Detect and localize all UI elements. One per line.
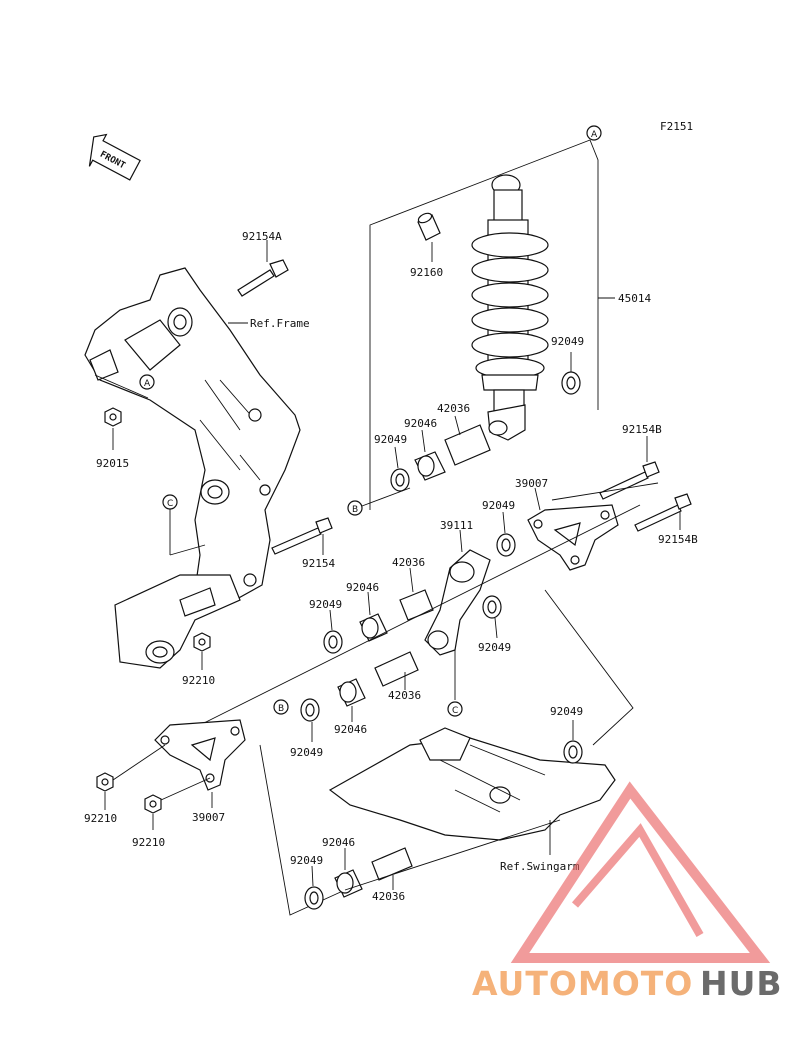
label-92154b-lower: 92154B [658,533,698,546]
label-92049-rocker: 92049 [478,641,511,654]
frame-bracket [84,267,301,601]
swingarm [328,727,616,841]
label-92046-lower: 92046 [334,723,367,736]
rocker-39111 [424,549,491,656]
label-92210-top: 92210 [182,674,215,687]
washer-92049-link-top [496,533,516,557]
washer-92049-bottom [304,886,324,910]
ref-frame-label: Ref.Frame [250,317,310,330]
svg-text:B: B [278,704,284,714]
label-92046-bottom: 92046 [322,836,355,849]
sleeve-42036-shock [444,424,491,466]
plate-39007-left [154,719,246,791]
callout-a-shock [586,125,602,141]
front-arrow-icon: FRONT [88,133,141,181]
label-42036-bottom: 42036 [372,890,405,903]
label-92049-shock-right: 92049 [551,335,584,348]
figure-code: F2151 [660,120,693,133]
bolt-92154b-upper [599,461,660,500]
svg-text:B: B [352,505,358,515]
watermark-text-1: AUTOMOTO [472,964,693,1003]
callout-a-left [139,374,155,390]
collar-92160 [417,212,441,241]
plate-39007-right [527,504,619,571]
washer-92049-rocker [482,595,502,619]
washer-92049-lower [300,698,320,722]
label-92049-shock-left: 92049 [374,433,407,446]
label-92210-right: 92210 [132,836,165,849]
label-45014: 45014 [618,292,651,305]
ref-swingarm-label: Ref.Swingarm [500,860,580,873]
nut-92210-top [193,632,211,652]
callout-b-shock [347,500,363,516]
svg-text:C: C [167,499,173,509]
label-42036-shock: 42036 [437,402,470,415]
bearing-92046-shock [414,451,446,481]
watermark-text-2: HUB [700,964,783,1003]
watermark-logo-icon [510,781,771,963]
label-92049-swingarm: 92049 [550,705,583,718]
bearing-92046-lower [337,678,366,707]
label-92154b-upper: 92154B [622,423,662,436]
label-92160: 92160 [410,266,443,279]
bearing-92046-mid [359,613,388,642]
bearing-92046-bottom [334,869,363,898]
label-92154: 92154 [302,557,335,570]
washer-92049-shock-right [561,371,581,395]
label-92049-link-top: 92049 [482,499,515,512]
pivot-mount [114,574,241,669]
nut-92210-right [144,794,162,814]
bolt-92154b-lower [634,493,692,532]
bolt-92154a [237,259,289,297]
bolt-92154 [271,517,333,555]
label-42036-mid: 42036 [392,556,425,569]
label-39007-right: 39007 [515,477,548,490]
callout-b-link [273,699,289,715]
label-92154a: 92154A [242,230,282,243]
washer-92049-mid [323,630,343,654]
label-39111: 39111 [440,519,473,532]
label-92210-left: 92210 [84,812,117,825]
callout-c-link [447,701,463,717]
washer-92049-shock-left [390,468,410,492]
svg-text:A: A [591,130,598,140]
svg-text:C: C [452,706,458,716]
label-39007-left: 39007 [192,811,225,824]
sleeve-42036-bottom [371,847,413,881]
label-92046-mid: 92046 [346,581,379,594]
svg-text:A: A [144,379,151,389]
nut-92015 [104,407,122,427]
nut-92210-left [96,772,114,792]
sleeve-42036-lower [374,651,419,687]
label-42036-lower: 42036 [388,689,421,702]
label-92015: 92015 [96,457,129,470]
sleeve-42036-mid [399,589,434,621]
label-92049-mid: 92049 [309,598,342,611]
label-92049-lower: 92049 [290,746,323,759]
label-92046-shock: 92046 [404,417,437,430]
shock-absorber [471,174,549,441]
washer-92049-swingarm [563,740,583,764]
label-92049-bottom: 92049 [290,854,323,867]
